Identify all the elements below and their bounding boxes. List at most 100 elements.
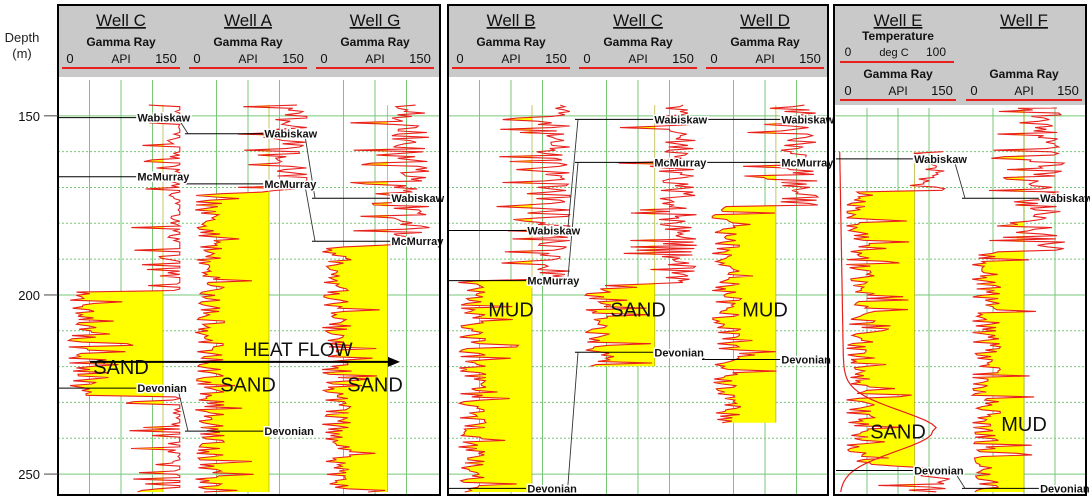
correlation-line <box>953 158 966 199</box>
gamma-scale-min: 0 <box>320 51 327 66</box>
gamma-ray-curve <box>970 107 1066 493</box>
formation-top-label: Wabiskaw <box>1040 193 1090 205</box>
formation-top-label: Devonian <box>527 483 577 495</box>
gamma-unit: API <box>1014 84 1033 98</box>
panel-border <box>833 4 1087 496</box>
gamma-scale-min: 0 <box>66 51 73 66</box>
gamma-unit: API <box>501 52 520 66</box>
panel-backgrounds <box>58 5 1086 105</box>
well-name: Well G <box>350 11 401 30</box>
correlation-line <box>304 183 316 242</box>
gamma-ray-curve <box>321 104 430 493</box>
lithology-label: SAND <box>610 299 666 321</box>
formation-top-label: Devonian <box>264 426 314 438</box>
correlation-line <box>567 119 579 231</box>
gamma-scale-max: 150 <box>931 83 953 98</box>
gamma-scale-max: 150 <box>155 51 177 66</box>
depth-axis-label-line: (m) <box>12 46 32 61</box>
formation-top-label: Wabiskaw <box>264 129 317 141</box>
formation-top-label: Devonian <box>914 466 964 478</box>
formation-top-label: Wabiskaw <box>527 225 580 237</box>
depth-axis-label: Depth(m) <box>5 30 40 61</box>
heat-flow-label: HEAT FLOW <box>243 340 352 361</box>
formation-top-label: McMurray <box>527 276 580 288</box>
gamma-scale-min: 0 <box>193 51 200 66</box>
gamma-ray-curve-label: Gamma Ray <box>476 35 546 49</box>
gamma-ray-curve <box>457 104 571 493</box>
gamma-ray-curve <box>584 104 697 367</box>
well-name: Well B <box>487 11 536 30</box>
gamma-ray-curve-label: Gamma Ray <box>86 35 156 49</box>
well-name: Well F <box>1000 11 1048 30</box>
gamma-unit: API <box>238 52 257 66</box>
lithology-label: MUD <box>1001 414 1047 436</box>
formation-top-label: Wabiskaw <box>914 154 967 166</box>
lithology-label: SAND <box>220 375 276 397</box>
panel-border <box>447 4 829 496</box>
gamma-scale-min: 0 <box>710 51 717 66</box>
formation-top-label: Wabiskaw <box>654 114 707 126</box>
formation-top-label: Wabiskaw <box>391 193 444 205</box>
formation-top-label: McMurray <box>137 172 190 184</box>
temperature-curve <box>839 151 937 493</box>
formation-top-label: Devonian <box>781 354 831 366</box>
sand-fill <box>846 151 915 492</box>
gamma-scale-min: 0 <box>456 51 463 66</box>
sand-fill <box>712 105 776 423</box>
gamma-ray-curve-label: Gamma Ray <box>603 35 673 49</box>
well-name: Well D <box>740 11 790 30</box>
correlation-lines <box>58 117 1039 489</box>
temperature-unit: deg C <box>879 47 908 59</box>
gamma-ray-curve <box>66 104 182 493</box>
correlation-line <box>304 133 316 199</box>
gamma-scale-max: 150 <box>799 51 821 66</box>
lithology-label: SAND <box>870 421 926 443</box>
panel-header-bg <box>58 5 440 77</box>
correlation-line <box>567 162 579 281</box>
correlation-line <box>567 352 579 489</box>
formation-top-label: McMurray <box>264 179 317 191</box>
gamma-unit: API <box>628 52 647 66</box>
gamma-ray-curve-label: Gamma Ray <box>213 35 283 49</box>
correlation-line <box>177 117 189 134</box>
formation-top-label: McMurray <box>391 236 444 248</box>
gamma-ray-curves <box>66 104 1066 493</box>
temperature-scale-max: 100 <box>926 45 946 59</box>
sand-fill <box>195 105 269 492</box>
gamma-scale-min: 0 <box>844 83 851 98</box>
gamma-scale-max: 150 <box>545 51 567 66</box>
depth-tick-label: 250 <box>18 467 40 482</box>
correlation-line <box>177 387 189 432</box>
depth-axis-ticks: 150 200 250 <box>18 109 58 482</box>
well-name: Well C <box>613 11 663 30</box>
formation-top-label: Devonian <box>137 383 187 395</box>
well-name: Well E <box>874 11 923 30</box>
depth-tick-label: 200 <box>18 288 40 303</box>
well-name: Well C <box>96 11 146 30</box>
panel-header-bg <box>448 5 828 77</box>
correlation-line <box>694 351 706 360</box>
gamma-ray-curve-label: Gamma Ray <box>340 35 410 49</box>
lithology-label: SAND <box>347 375 403 397</box>
gamma-scale-min: 0 <box>970 83 977 98</box>
formation-top-label: Wabiskaw <box>137 113 190 125</box>
gamma-ray-curve <box>711 104 820 424</box>
lithology-label: MUD <box>488 299 534 321</box>
well-name: Well A <box>224 11 273 30</box>
formation-top-label: McMurray <box>781 157 834 169</box>
lithology-label: MUD <box>742 299 788 321</box>
gamma-ray-curve-label: Gamma Ray <box>863 67 933 81</box>
gamma-scale-max: 150 <box>409 51 431 66</box>
formation-top-label: Devonian <box>1040 483 1090 495</box>
gamma-unit: API <box>888 84 907 98</box>
formation-top-label: Wabiskaw <box>781 114 834 126</box>
gamma-scale-max: 150 <box>1057 83 1079 98</box>
gamma-unit: API <box>365 52 384 66</box>
depth-tick-label: 150 <box>18 109 40 124</box>
depth-axis-label-line: Depth <box>5 30 40 45</box>
gamma-scale-max: 150 <box>672 51 694 66</box>
correlation-line <box>953 470 966 489</box>
sand-fill <box>585 105 655 367</box>
